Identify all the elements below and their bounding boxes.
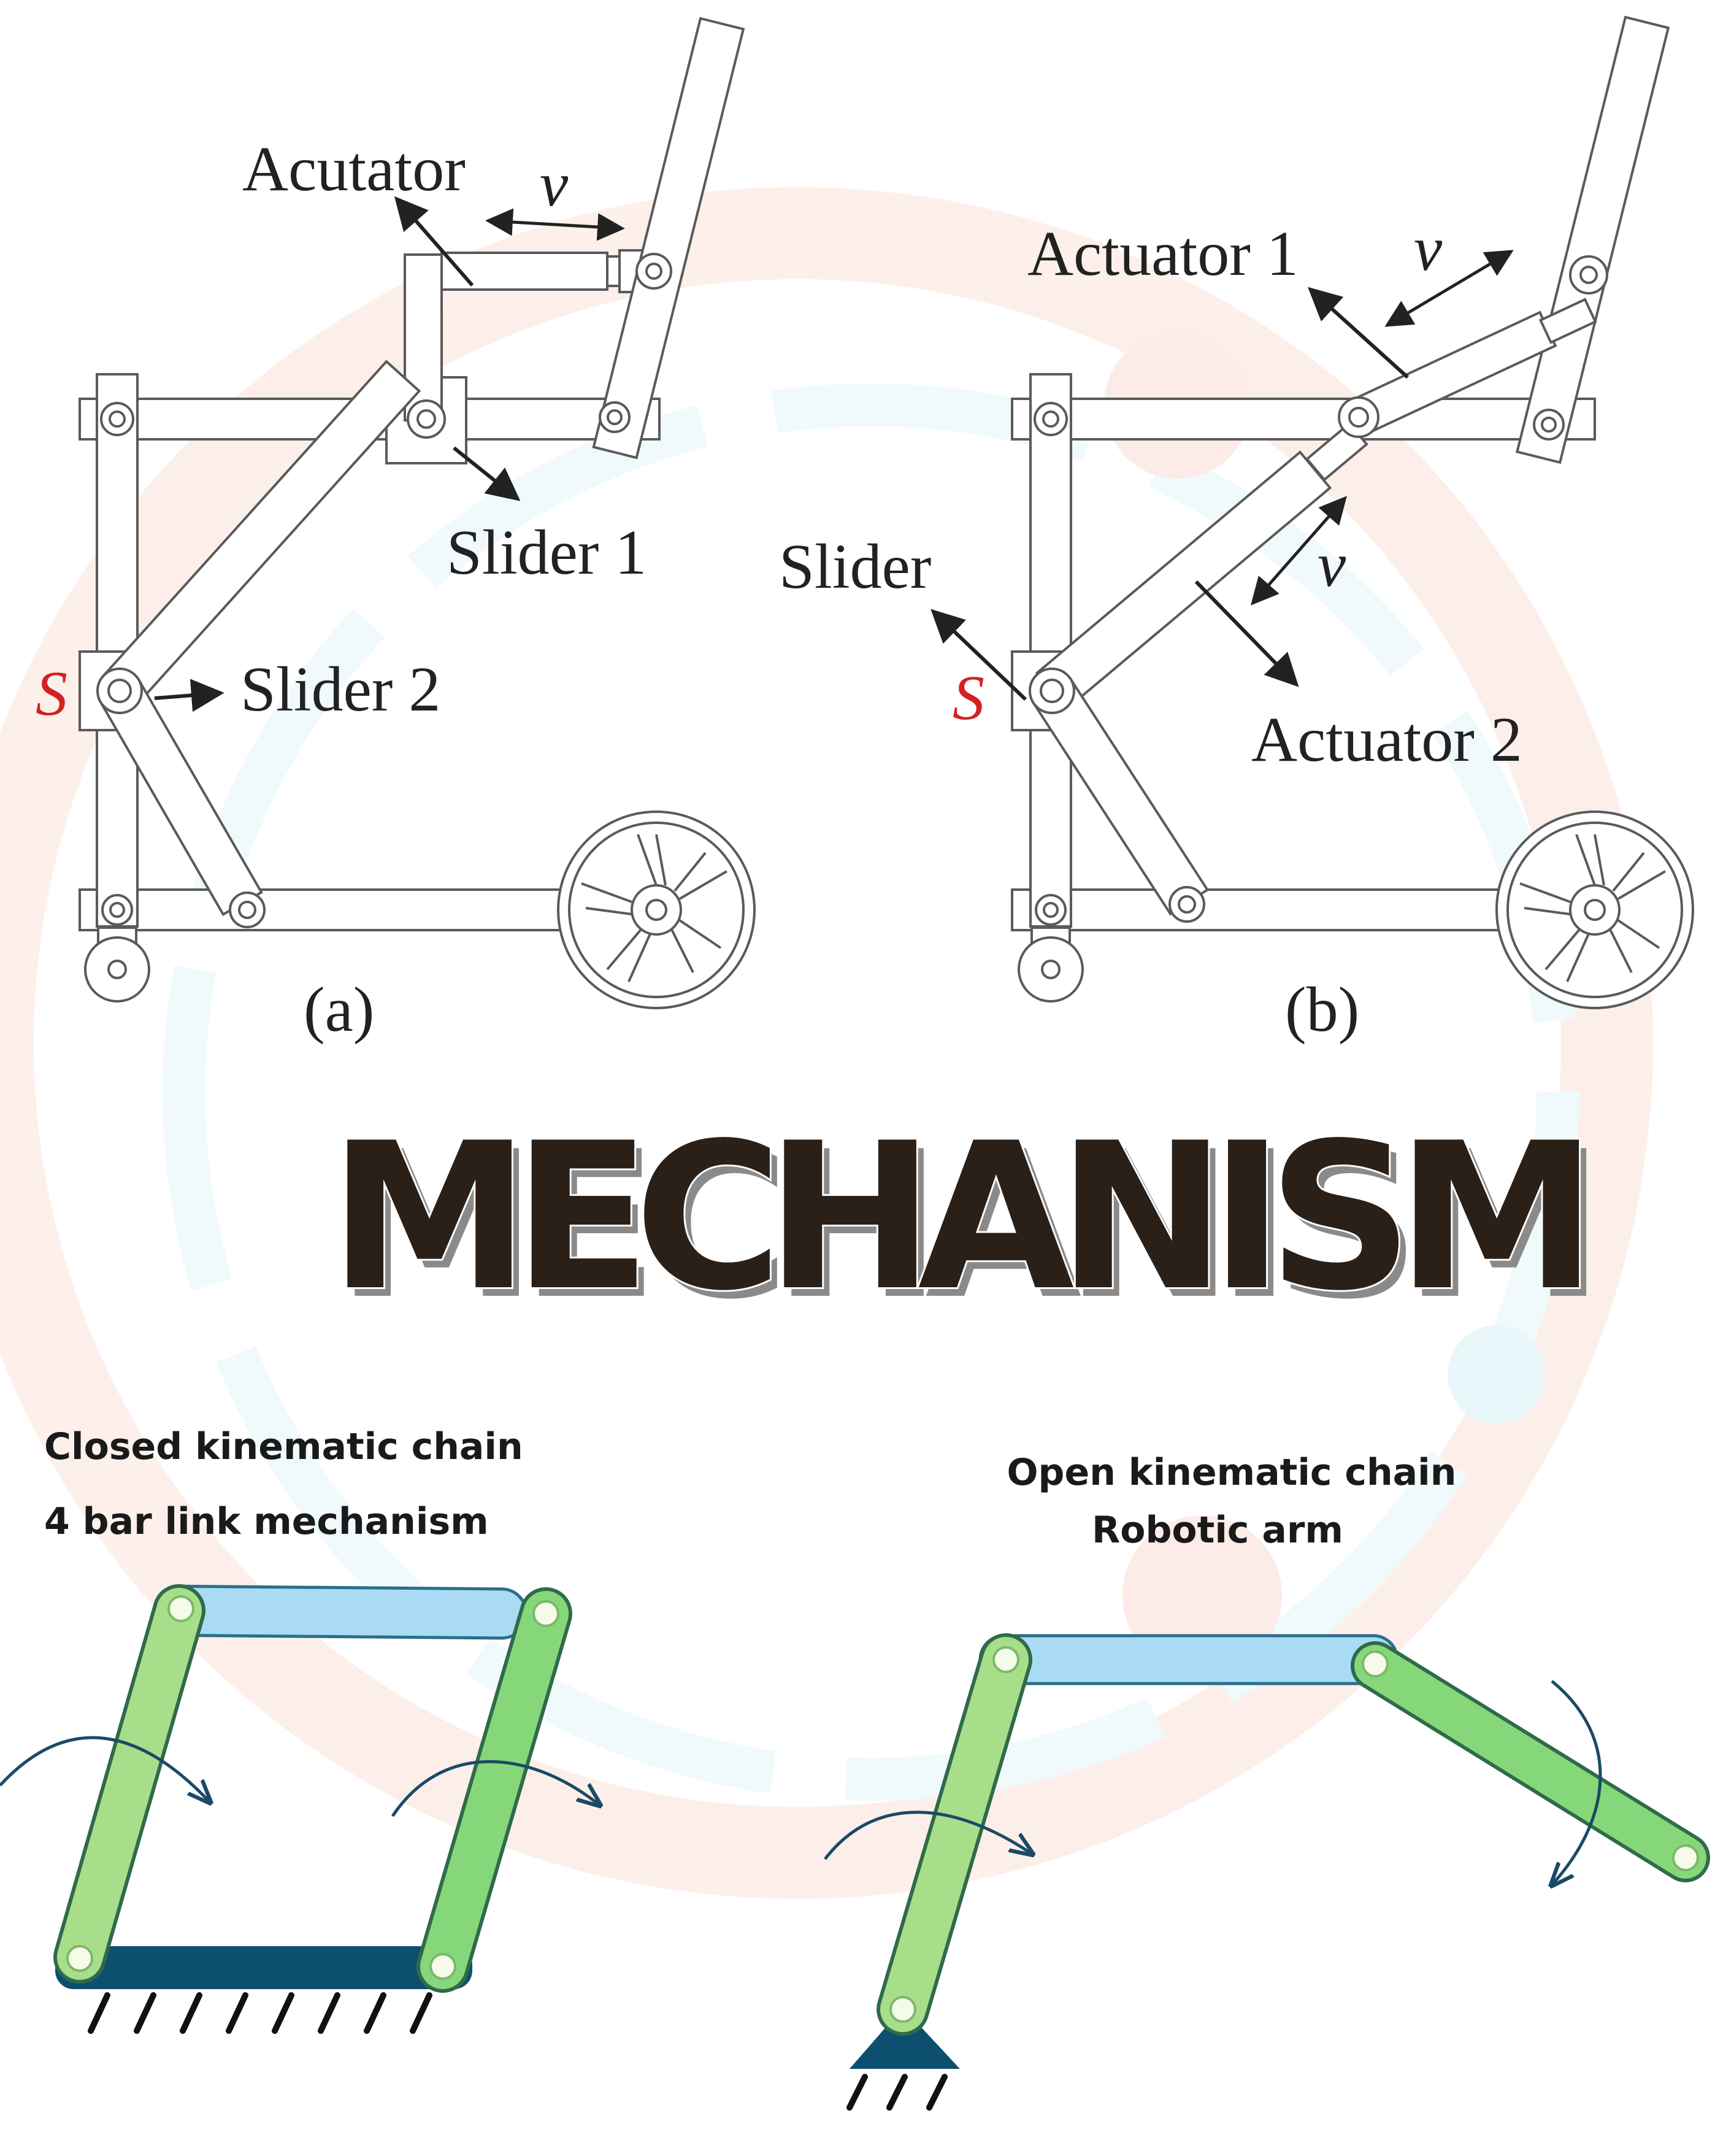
open-chain-diagram: Open kinematic chain Robotic arm bbox=[824, 1451, 1710, 2111]
right-link bbox=[420, 1591, 569, 1989]
velocity2-label: v bbox=[1318, 529, 1346, 600]
rotation-arrow-left bbox=[0, 1736, 209, 1801]
closed-chain-subtitle: 4 bar link mechanism bbox=[44, 1500, 489, 1543]
large-wheel bbox=[1495, 810, 1694, 1009]
ground-link bbox=[55, 1946, 472, 1989]
closed-chain-title: Closed kinematic chain bbox=[44, 1425, 523, 1468]
actuator-label: Acutator bbox=[242, 134, 466, 204]
large-wheel bbox=[557, 810, 756, 1009]
banner-title: MECHANISM bbox=[329, 1099, 1581, 1335]
actuator-arrow bbox=[394, 196, 474, 287]
slider2-arrow bbox=[154, 679, 224, 712]
open-chain-subtitle: Robotic arm bbox=[1092, 1509, 1343, 1552]
lower-arm-link bbox=[880, 1637, 1029, 2032]
slider1-label: Slider 1 bbox=[447, 517, 646, 588]
caster-wheel bbox=[1018, 926, 1084, 1003]
caster-wheel bbox=[84, 926, 150, 1003]
slider2-label: Slider 2 bbox=[240, 654, 440, 725]
actuator1-label: Actuator 1 bbox=[1027, 218, 1299, 289]
forearm-link bbox=[1354, 1645, 1706, 1879]
point-s-label: S bbox=[36, 658, 67, 729]
point-s-label: S bbox=[953, 663, 984, 733]
ground-hatch bbox=[88, 1992, 432, 2034]
bottom-frame-bar bbox=[1011, 888, 1522, 931]
velocity-arrow bbox=[485, 208, 625, 241]
actuator-cylinder bbox=[440, 252, 608, 291]
velocity1-label: v bbox=[1414, 214, 1443, 284]
backrest-link bbox=[592, 17, 745, 460]
pivot-joints bbox=[1029, 255, 1608, 926]
slider1-arrow bbox=[453, 446, 521, 501]
actuator1-arrow bbox=[1307, 287, 1410, 379]
figure-b: Actuator 1 v v Slider Actuator 2 S (b) bbox=[779, 15, 1694, 1045]
rotation-arrow-right bbox=[391, 1760, 598, 1817]
actuator2-label: Actuator 2 bbox=[1251, 704, 1522, 775]
pivot-joints bbox=[96, 253, 672, 928]
backrest-link bbox=[1515, 15, 1670, 464]
figure-a: Acutator v Slider 1 Slider 2 S (a) bbox=[36, 17, 756, 1045]
actuator2-arrow bbox=[1194, 580, 1299, 687]
upper-arm-link bbox=[978, 1634, 1399, 1685]
slider-label: Slider bbox=[779, 531, 931, 602]
actuator1-rod bbox=[1538, 298, 1597, 344]
figure-a-caption: (a) bbox=[304, 974, 374, 1045]
slider-arrow bbox=[930, 609, 1027, 701]
figure-b-caption: (b) bbox=[1285, 974, 1359, 1045]
open-chain-title: Open kinematic chain bbox=[1007, 1451, 1457, 1494]
bottom-frame-bar bbox=[79, 888, 587, 931]
top-frame-bar bbox=[1011, 398, 1596, 441]
banner-shadow: MECHANISM bbox=[336, 1108, 1588, 1344]
coupler-link bbox=[156, 1584, 528, 1640]
rotation-arrow-forearm bbox=[1552, 1680, 1602, 1884]
joint-pins bbox=[889, 1646, 1699, 2023]
velocity1-arrow bbox=[1384, 250, 1514, 327]
closed-chain-diagram: Closed kinematic chain 4 bar link mechan… bbox=[0, 1425, 598, 2034]
banner: MECHANISM MECHANISM bbox=[327, 1098, 1605, 1344]
joint-pins bbox=[66, 1595, 559, 1980]
velocity-label: v bbox=[540, 149, 569, 220]
left-link bbox=[57, 1588, 202, 1980]
rotation-arrow-lower bbox=[824, 1811, 1030, 1860]
base-hatch bbox=[846, 2074, 948, 2111]
velocity2-arrow bbox=[1251, 496, 1347, 606]
base-triangle bbox=[850, 2008, 960, 2069]
